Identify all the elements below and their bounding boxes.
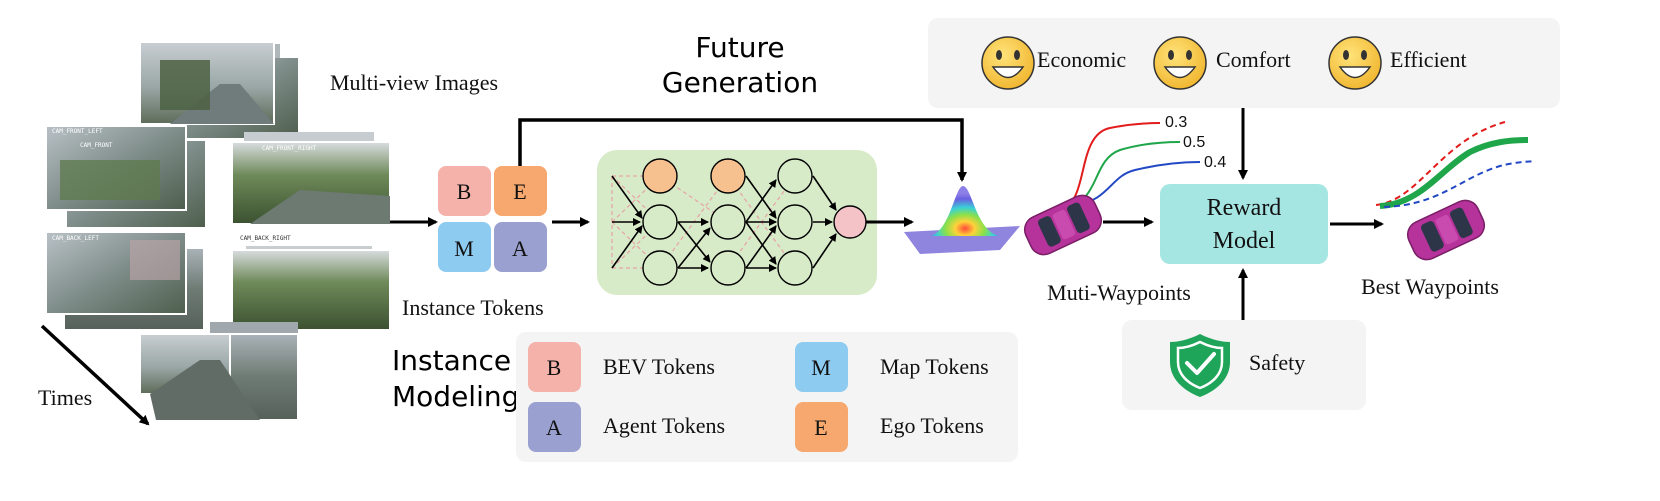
prob-label-1: 0.3	[1165, 114, 1187, 131]
legend-swatch-m	[795, 342, 848, 392]
instance-modeling-label-line2: Modeling	[392, 380, 519, 413]
time-arrow	[40, 324, 150, 426]
camera-stack-back-right: CAM_BACK_RIGHT	[231, 235, 391, 331]
cam-label-front: CAM_FRONT	[80, 142, 113, 149]
cam-label-back-right: CAM_BACK_RIGHT	[240, 235, 291, 242]
token-m	[438, 222, 491, 272]
multi-waypoints: 0.3 0.5 0.4	[1023, 114, 1226, 256]
future-generation-label-line1: Future	[695, 31, 784, 64]
camera-stack-back	[139, 322, 299, 421]
safety-panel	[1122, 320, 1366, 410]
instance-modeling-label-line1: Instance	[392, 344, 511, 377]
cam-label-back-left: CAM_BACK_LEFT	[52, 235, 99, 242]
best-waypoints-label: Best Waypoints	[1361, 274, 1499, 299]
legend-swatch-b	[528, 342, 581, 392]
camera-stack-front-right: CAM_FRONT_RIGHT	[231, 132, 391, 225]
muti-waypoints-label: Muti-Waypoints	[1047, 280, 1191, 305]
reward-model-box	[1160, 184, 1328, 264]
legend-letter-b: B	[547, 355, 562, 380]
token-a-letter: A	[512, 236, 528, 261]
token-legend: B BEV Tokens M Map Tokens A Agent Tokens…	[516, 332, 1018, 462]
distribution-surface	[904, 186, 1020, 254]
instance-tokens: B E M A	[438, 166, 547, 272]
neural-network	[597, 150, 877, 295]
camera-stack-front	[139, 41, 298, 138]
reward-model: Reward Model	[1160, 184, 1328, 264]
comfort-criterion: Comfort	[1153, 36, 1291, 90]
reward-model-label-line1: Reward	[1207, 195, 1282, 221]
token-b	[438, 166, 491, 216]
cam-label-front-left: CAM_FRONT_LEFT	[52, 128, 103, 135]
reward-model-label-line2: Model	[1213, 228, 1276, 254]
times-label: Times	[38, 385, 92, 410]
legend-panel	[516, 332, 1018, 462]
token-m-letter: M	[454, 236, 474, 261]
reward-criteria-panel	[928, 18, 1560, 108]
comfort-label: Comfort	[1216, 47, 1291, 72]
efficient-criterion: Efficient	[1328, 36, 1467, 90]
legend-label-map: Map Tokens	[880, 354, 989, 379]
cam-label-front-right: CAM_FRONT_RIGHT	[262, 145, 317, 152]
smiley-face-icon	[1153, 36, 1207, 90]
legend-letter-e: E	[814, 415, 827, 440]
multi-view-images-label: Multi-view Images	[330, 70, 498, 95]
legend-swatch-e	[795, 402, 848, 452]
future-generation-arrow	[518, 118, 967, 182]
shield-check-icon	[1170, 334, 1230, 397]
prob-label-2: 0.5	[1183, 134, 1205, 151]
prob-label-3: 0.4	[1204, 154, 1226, 171]
future-generation-label-line2: Generation	[662, 66, 818, 99]
economic-label: Economic	[1037, 47, 1126, 72]
car-icon	[1023, 194, 1103, 256]
multi-view-images: CAM_FRONT_LEFT CAM_FRONT CAM_FRONT_RIGHT…	[45, 41, 391, 421]
smiley-face-icon	[981, 36, 1035, 90]
economic-criterion: Economic	[981, 36, 1126, 90]
token-e	[494, 166, 547, 216]
legend-label-ego: Ego Tokens	[880, 413, 984, 438]
legend-label-agent: Agent Tokens	[603, 413, 725, 438]
camera-stack-front-left: CAM_FRONT_LEFT CAM_FRONT	[45, 125, 207, 229]
token-e-letter: E	[513, 179, 526, 204]
legend-swatch-a	[528, 402, 581, 452]
best-waypoints	[1375, 121, 1536, 261]
legend-letter-a: A	[546, 415, 562, 440]
legend-letter-m: M	[811, 355, 831, 380]
efficient-label: Efficient	[1390, 47, 1467, 72]
safety-label: Safety	[1249, 350, 1305, 375]
token-b-letter: B	[457, 179, 472, 204]
instance-tokens-label: Instance Tokens	[402, 295, 544, 320]
car-icon	[1406, 199, 1486, 261]
camera-stack-back-left: CAM_BACK_LEFT	[45, 231, 205, 331]
legend-label-bev: BEV Tokens	[603, 354, 715, 379]
smiley-face-icon	[1328, 36, 1382, 90]
token-a	[494, 222, 547, 272]
